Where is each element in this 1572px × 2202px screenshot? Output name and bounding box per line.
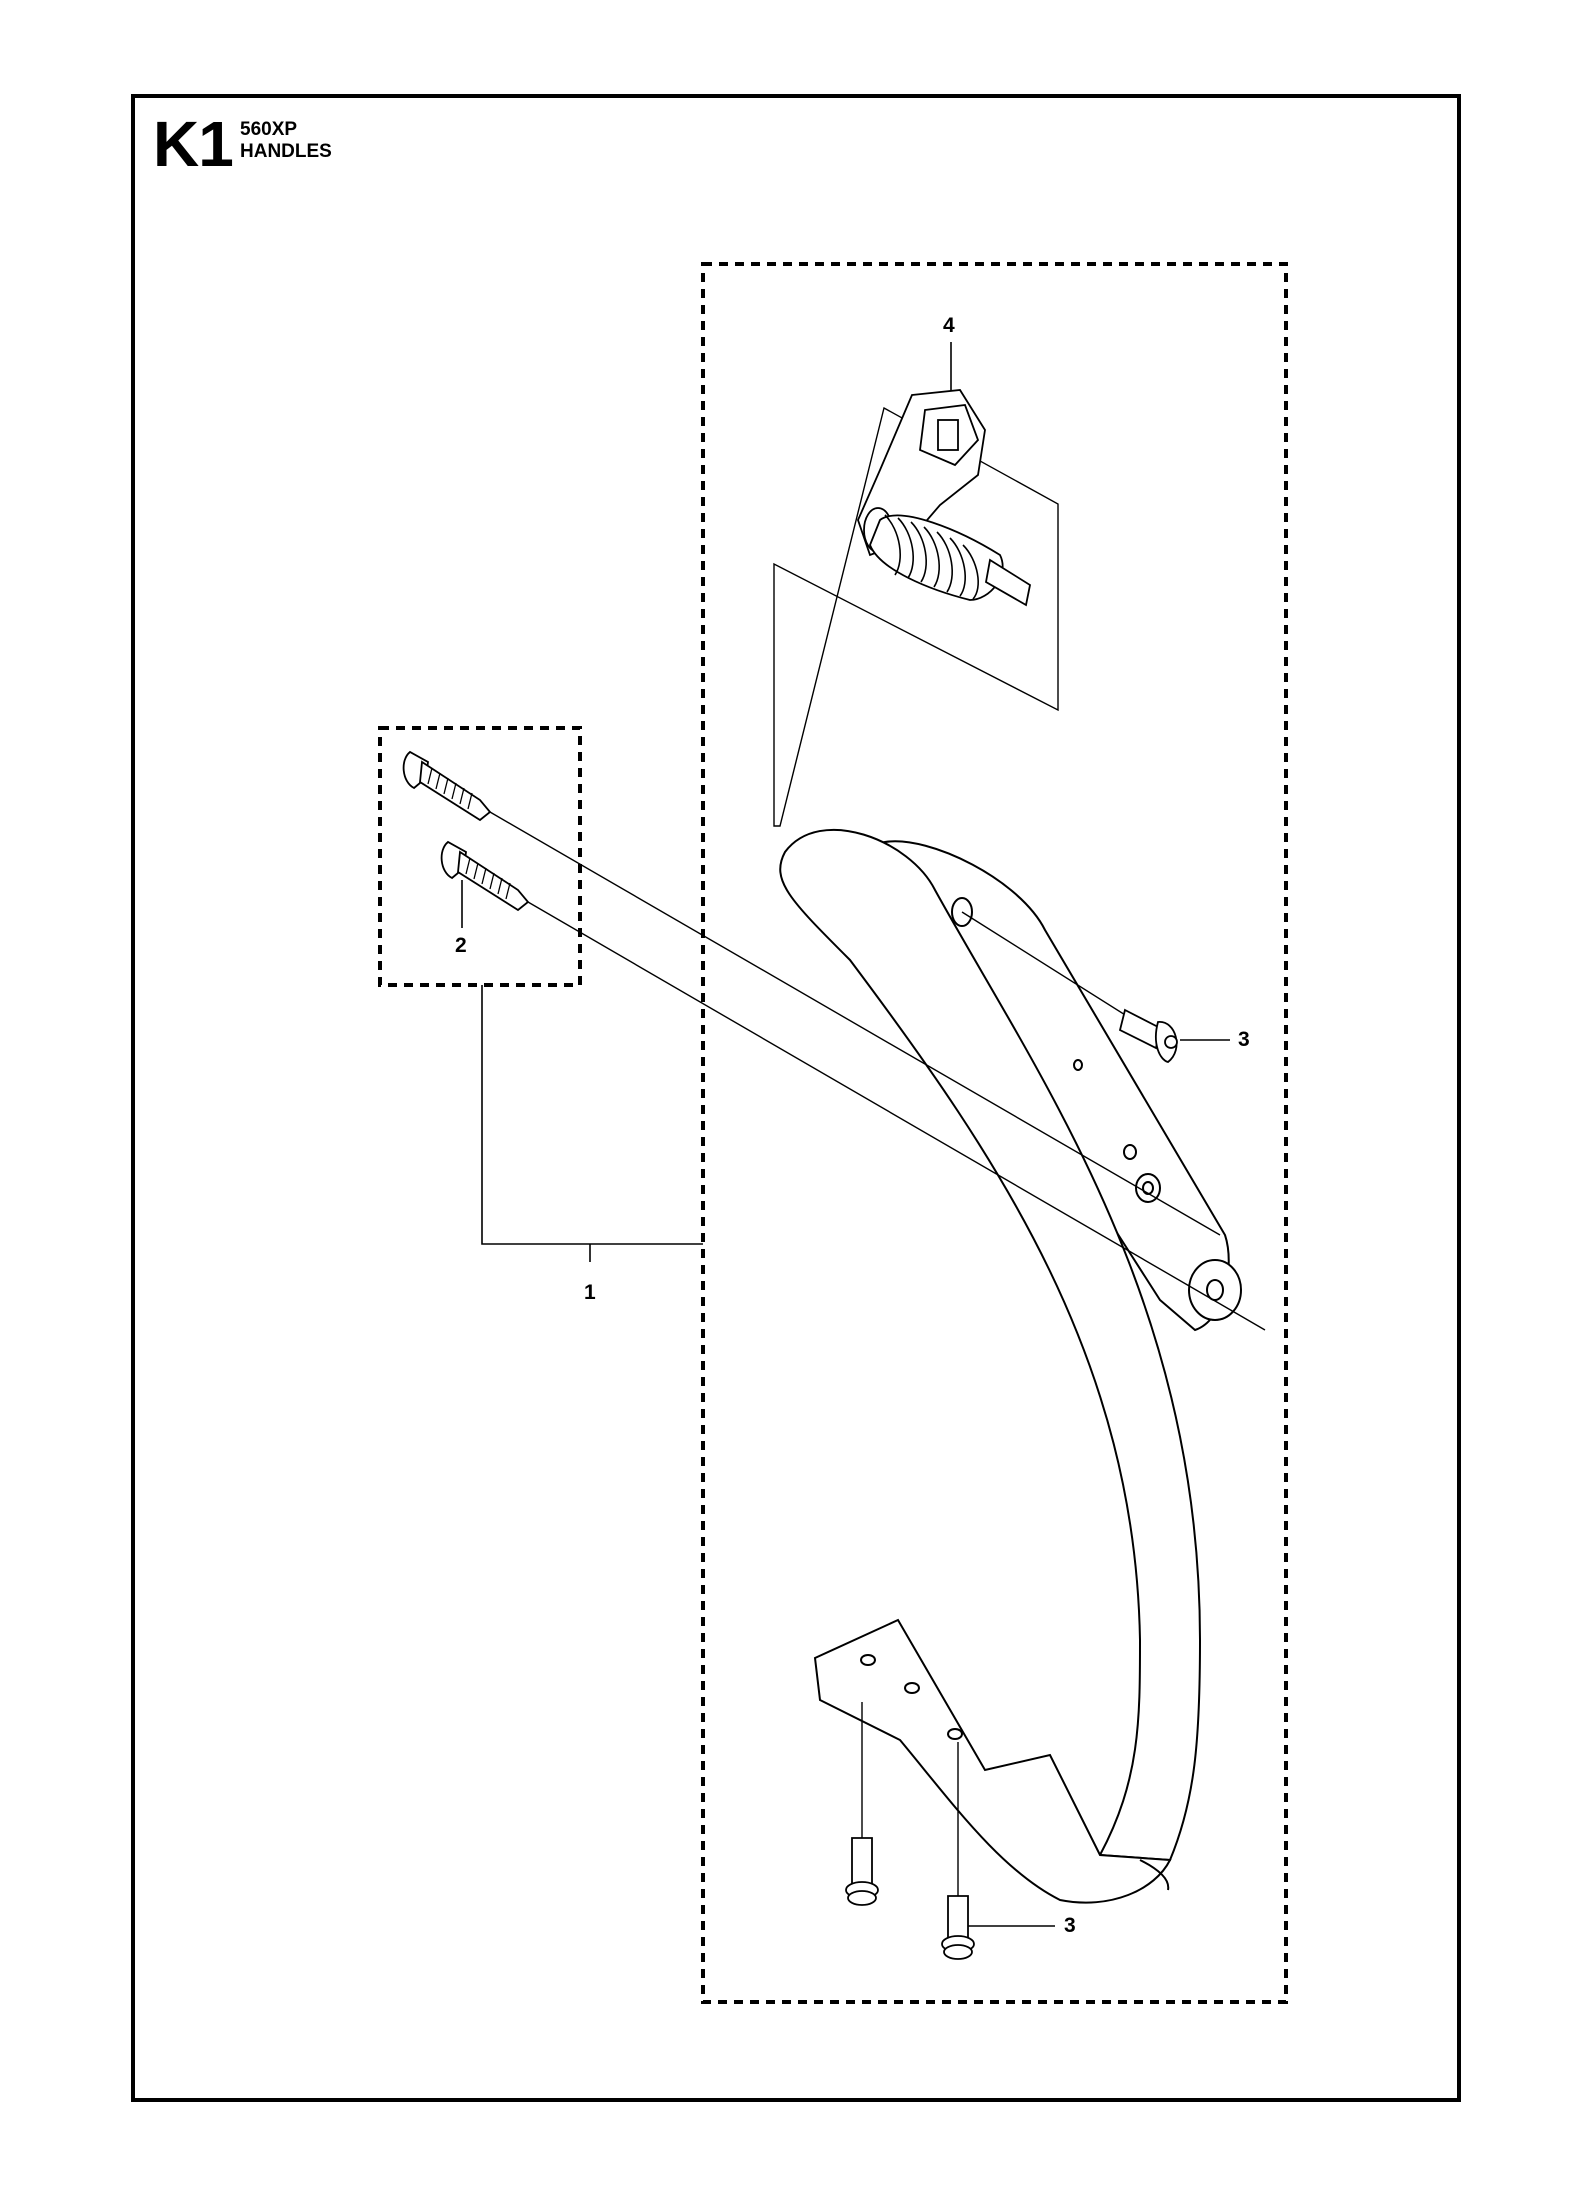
assembly-group-box — [701, 262, 1288, 2004]
callout-1: 1 — [584, 1281, 596, 1304]
callout-3: 3 — [1238, 1028, 1250, 1051]
vibration-damper-icon — [857, 389, 1032, 607]
page-title: HANDLES — [240, 141, 332, 162]
assembly-line — [961, 911, 1131, 1019]
vibration-damper-outline — [773, 406, 1059, 827]
callout-3: 3 — [1064, 1914, 1076, 1937]
screw-icon — [440, 840, 530, 912]
screw-icon — [402, 750, 492, 822]
screw-group-box — [378, 726, 582, 987]
assembly-line — [527, 901, 1266, 1331]
assembly-line — [489, 811, 1221, 1236]
front-handle-icon — [779, 828, 1242, 1904]
screw-icon — [941, 1895, 975, 1960]
callout-4: 4 — [943, 314, 955, 337]
callout-2: 2 — [455, 934, 467, 957]
leader-line-1 — [481, 985, 703, 1245]
screw-icon — [845, 1837, 879, 1906]
screw-icon — [1118, 1008, 1178, 1063]
page-frame — [131, 94, 1461, 2102]
page-code: K1 — [153, 108, 234, 180]
model-name: 560XP — [240, 119, 298, 140]
